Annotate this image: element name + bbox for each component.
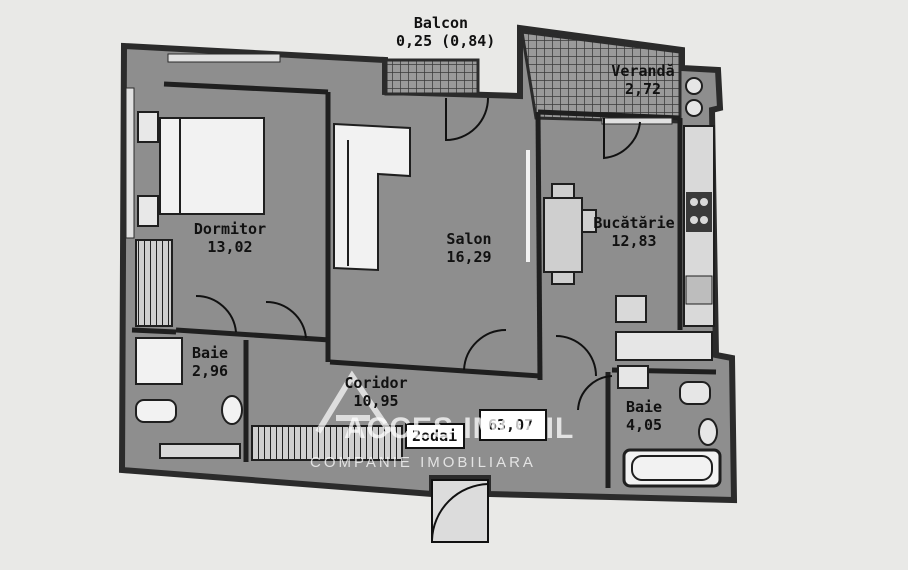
room-salon: Salon 16,29 [424, 230, 514, 266]
entry-door [431, 479, 489, 543]
room-area: 0,25 (0,84) [396, 32, 496, 50]
room-name: Bucătărie [593, 214, 675, 232]
room-name: Salon [446, 230, 492, 248]
balcony-area [384, 58, 480, 96]
total-area-label: 63,07 [488, 416, 534, 434]
watermark-tagline: COMPANIE IMOBILIARA [310, 454, 536, 471]
room-veranda: Verandă 2,72 [598, 62, 688, 98]
room-dormitor: Dormitor 13,02 [180, 220, 280, 256]
washing-machine [615, 331, 713, 361]
room-name: Baie [191, 344, 229, 362]
room-name: Dormitor [193, 220, 267, 238]
toilet [135, 399, 177, 423]
room-baie-2: Baie 4,05 [614, 398, 674, 434]
bathtub [622, 448, 722, 488]
dining-table [543, 197, 583, 273]
shower [135, 337, 183, 385]
room-bucatarie: Bucătărie 12,83 [584, 214, 684, 250]
windows [125, 53, 673, 239]
bed [159, 117, 265, 215]
room-balcon: Balcon 0,25 (0,84) [396, 14, 496, 50]
room-name: Baie [625, 398, 663, 416]
room-area: 4,05 [625, 416, 663, 434]
room-area: 2,72 [624, 80, 662, 98]
total-box-rooms [405, 423, 465, 449]
watermark-logo [315, 370, 393, 434]
room-name: Balcon [413, 14, 469, 32]
total-box-area [479, 409, 547, 441]
room-area: 10,95 [353, 392, 399, 410]
room-area: 13,02 [207, 238, 253, 256]
room-name: Verandă [611, 62, 675, 80]
room-coridor: Coridor 10,95 [336, 374, 416, 410]
room-area: 12,83 [611, 232, 657, 250]
room-baie-1: Baie 2,96 [180, 344, 240, 380]
apartment-floor [118, 24, 738, 504]
door-swings [195, 97, 641, 411]
room-name: Coridor [344, 374, 408, 392]
room-area: 2,96 [191, 362, 229, 380]
watermark-brand: ACCES IMOBIL [344, 412, 575, 445]
sofa [333, 122, 411, 272]
room-area: 16,29 [446, 248, 492, 266]
wardrobe [135, 239, 173, 327]
rooms-count-label: 2odai [412, 427, 458, 445]
corridor-wardrobe [251, 425, 403, 461]
